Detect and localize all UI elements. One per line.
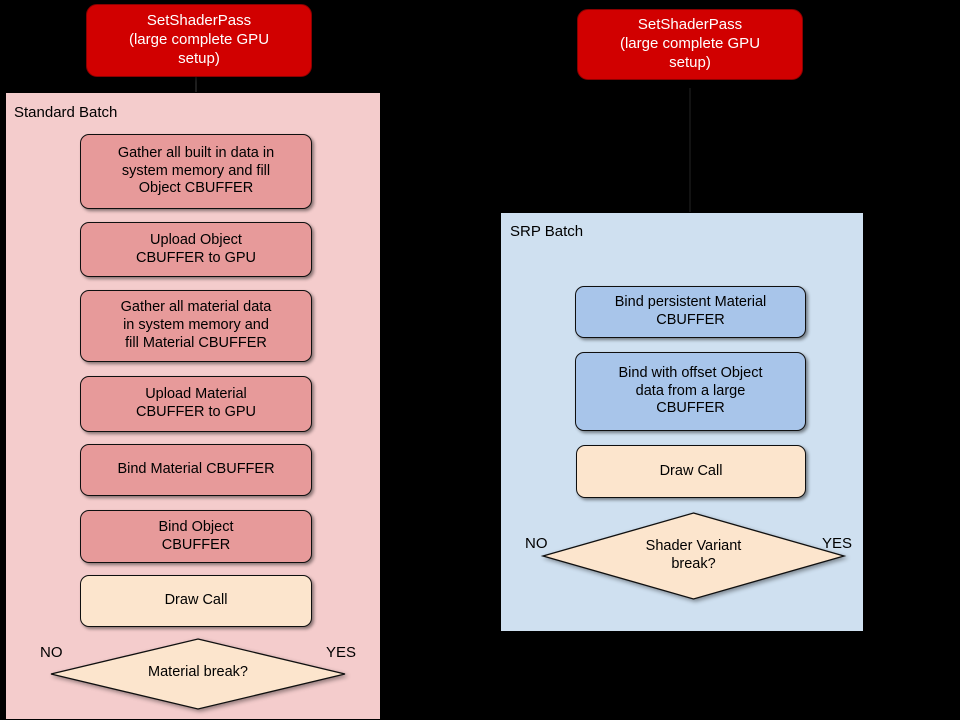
node-line: Upload Object: [150, 231, 242, 248]
branch-label-no-right: NO: [525, 535, 548, 552]
terminal-line: SetShaderPass: [637, 16, 743, 34]
node-line: Upload Material: [145, 386, 247, 403]
node-line: CBUFFER: [656, 312, 725, 328]
node-draw-call-standard[interactable]: Draw Call: [80, 575, 312, 627]
node-upload-object-cbuffer[interactable]: Upload Object CBUFFER to GPU: [80, 222, 312, 277]
decision-shader-variant-break[interactable]: Shader Variant break?: [540, 512, 847, 600]
node-line: Bind Material CBUFFER: [117, 461, 275, 478]
node-upload-material-cbuffer[interactable]: Upload Material CBUFFER to GPU: [80, 376, 312, 432]
terminal-line: SetShaderPass: [146, 12, 252, 30]
node-bind-material-cbuffer[interactable]: Bind Material CBUFFER: [80, 444, 312, 496]
node-line: Gather all built in data in: [117, 144, 275, 161]
decision-material-break[interactable]: Material break?: [50, 638, 346, 710]
node-line: Object CBUFFER: [138, 180, 254, 197]
node-line: in system memory and: [123, 317, 269, 334]
srp-batch-lane-label: SRP Batch: [510, 223, 584, 240]
node-bind-object-cbuffer[interactable]: Bind Object CBUFFER: [80, 510, 312, 563]
node-bind-offset-object-data[interactable]: Bind with offset Object data from a larg…: [575, 352, 806, 431]
left-terminal-setshaderpass[interactable]: SetShaderPass (large complete GPU setup): [86, 4, 312, 77]
node-line: Bind with offset Object: [618, 364, 763, 381]
node-line: fill Material CBUFFER: [125, 334, 267, 351]
node-line: CBUFFER: [656, 400, 725, 417]
node-line: CBUFFER: [161, 536, 231, 553]
node-line: CBUFFER to GPU: [135, 404, 257, 420]
node-line: Draw Call: [164, 592, 228, 609]
node-draw-call-srp[interactable]: Draw Call: [576, 445, 806, 498]
terminal-line: setup): [669, 53, 711, 71]
right-terminal-setshaderpass[interactable]: SetShaderPass (large complete GPU setup): [577, 9, 803, 80]
node-bind-persistent-material-cbuffer[interactable]: Bind persistent Material CBUFFER: [575, 286, 806, 338]
terminal-line: (large complete GPU: [619, 35, 761, 53]
node-line: system memory and fill: [121, 162, 271, 179]
branch-label-no-left: NO: [40, 644, 63, 661]
branch-label-yes-right: YES: [822, 535, 853, 552]
node-gather-object-cbuffer[interactable]: Gather all built in data in system memor…: [80, 134, 312, 209]
node-line: Bind Object: [158, 518, 234, 535]
node-line: Draw Call: [659, 462, 723, 479]
node-line: Bind persistent Material: [614, 294, 767, 311]
node-gather-material-cbuffer[interactable]: Gather all material data in system memor…: [80, 290, 312, 362]
node-line: data from a large: [635, 382, 746, 399]
node-line: CBUFFER to GPU: [135, 249, 257, 266]
node-line: Gather all material data: [120, 299, 272, 316]
terminal-line: setup): [178, 49, 220, 67]
standard-batch-lane-label: Standard Batch: [14, 104, 118, 121]
terminal-line: (large complete GPU: [128, 31, 270, 49]
branch-label-yes-left: YES: [326, 644, 357, 661]
